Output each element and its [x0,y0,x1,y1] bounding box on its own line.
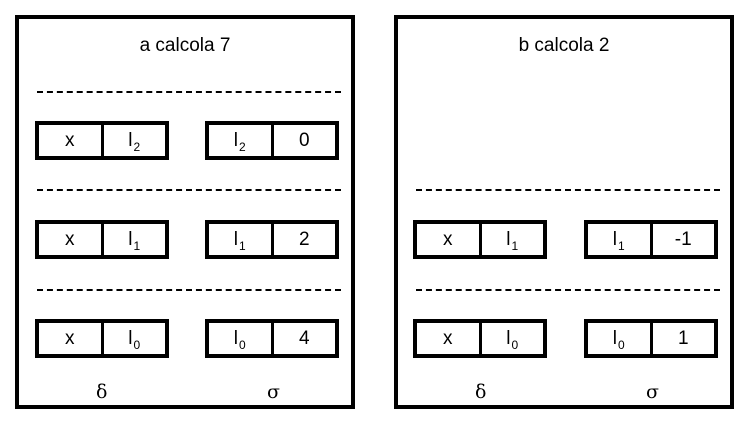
record-value: 2 [270,224,336,255]
record-variable: x [65,327,75,349]
panel-title: b calcola 2 [518,35,610,56]
frame-separator [37,189,341,191]
record-value: 4 [270,323,336,354]
delta-label: δ [96,381,108,403]
panel-title: a calcola 7 [139,35,231,56]
delta-label: δ [475,381,487,403]
frame-separator [37,289,341,291]
record-variable: x [65,129,75,151]
record-variable: x [65,228,75,250]
sigma-label: σ [646,381,659,403]
frame-separator [416,289,720,291]
record-value: -1 [649,224,715,255]
frame-separator [416,189,720,191]
sigma-label: σ [267,381,280,403]
frame-separator [37,91,341,93]
record-value: 1 [649,323,715,354]
record-value: 0 [270,125,336,156]
record-variable: x [443,327,453,349]
record-variable: x [443,228,453,250]
